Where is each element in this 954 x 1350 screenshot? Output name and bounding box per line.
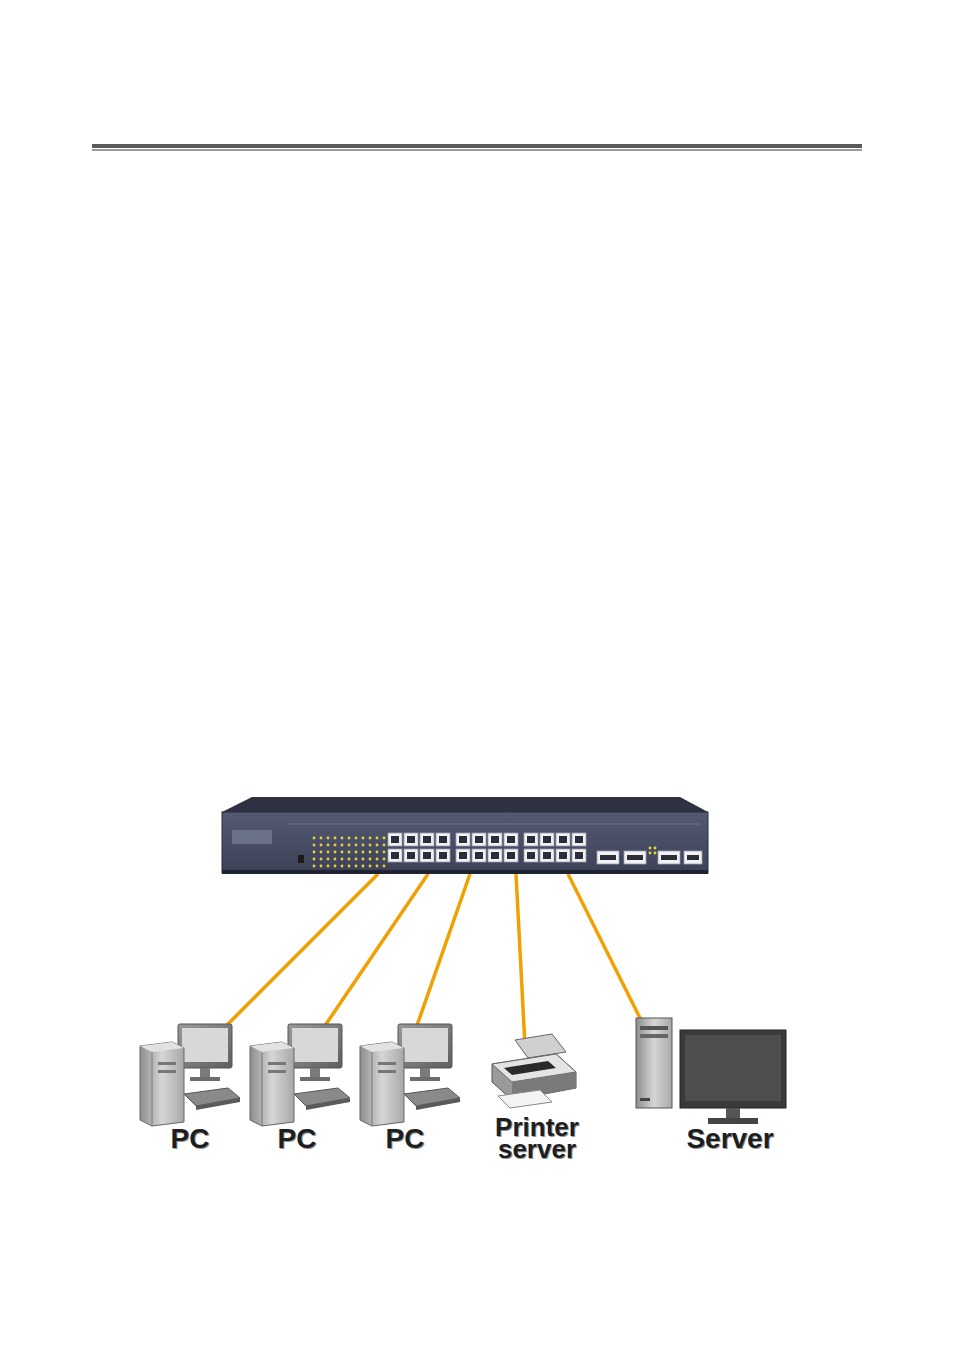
pc-icon	[250, 1024, 350, 1126]
header-rule	[92, 149, 862, 151]
device-name: PC	[141, 1124, 239, 1154]
network-switch	[222, 797, 708, 874]
device-label: PC	[141, 1124, 239, 1154]
header-rule	[92, 144, 862, 148]
device-label: Printer server	[478, 1116, 596, 1160]
pc-icon	[360, 1024, 460, 1126]
device-label: Server	[661, 1124, 799, 1154]
device-name: Printer server	[478, 1116, 596, 1160]
printer-icon	[492, 1034, 576, 1108]
device-label: PC	[356, 1124, 454, 1154]
device-name: PC	[248, 1124, 346, 1154]
device-name: PC	[356, 1124, 454, 1154]
server-icon	[636, 1018, 786, 1124]
device-label: PC	[248, 1124, 346, 1154]
ethernet-cable	[218, 874, 642, 1046]
device-name: Server	[661, 1124, 799, 1154]
pc-icon	[140, 1024, 240, 1126]
